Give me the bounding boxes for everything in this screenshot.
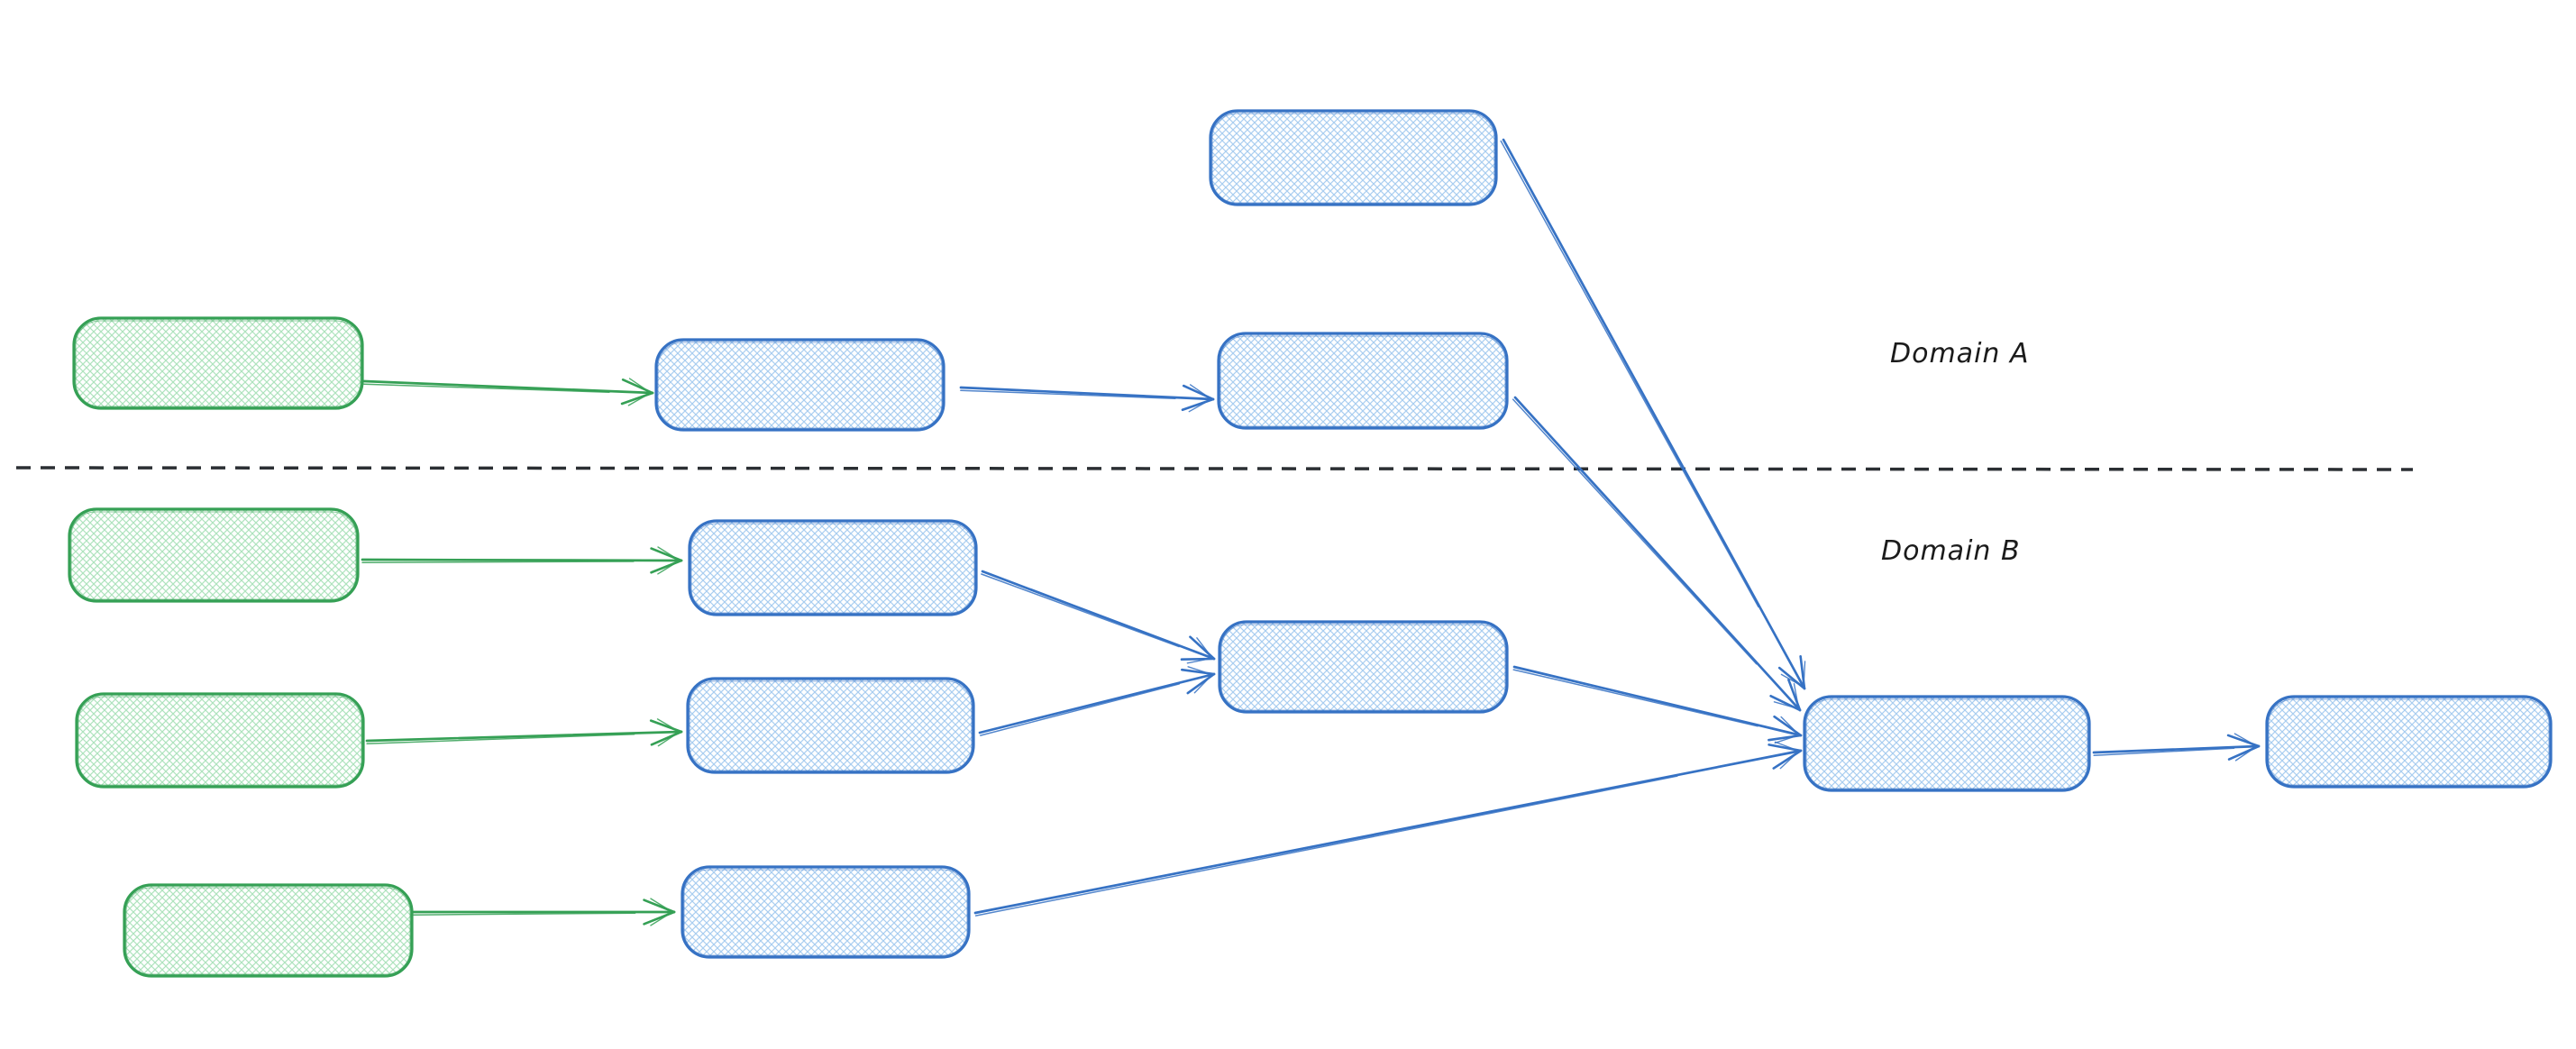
edge-blue-b1-to-mid: [981, 570, 1216, 664]
node-b-green-3: [123, 883, 414, 978]
node-b-blue-3: [681, 865, 971, 959]
edge-blue-b3-to-merge: [973, 741, 1803, 917]
node-merge-blue: [1803, 695, 2091, 792]
edge-green-b3-to-blue-b3: [412, 898, 676, 926]
edge-blue-a1-to-blue-a2: [959, 384, 1215, 413]
edge-green-b1-to-blue-b1: [361, 546, 683, 575]
domain-a-label: Domain A: [1890, 338, 2029, 369]
edge-mid-to-merge: [1512, 665, 1803, 744]
node-b-blue-1: [688, 519, 978, 616]
node-b-green-1: [68, 507, 360, 603]
node-b-blue-2: [686, 677, 975, 774]
node-a-blue-1: [654, 338, 945, 432]
edge-blue-b2-to-mid: [978, 666, 1216, 736]
edge-merge-to-final: [2092, 733, 2261, 762]
node-b-green-2: [75, 692, 365, 789]
node-b-mid-blue: [1218, 620, 1509, 714]
edge-top-blue-to-merge: [1500, 138, 1806, 690]
node-a-blue-2: [1217, 332, 1509, 430]
edge-green-b2-to-blue-b2: [365, 718, 683, 747]
edge-blue-a2-to-merge: [1512, 396, 1802, 712]
node-final-blue: [2265, 695, 2553, 789]
node-a-top-blue: [1209, 109, 1498, 206]
domain-divider-dashed-line: [15, 466, 2414, 471]
domain-b-label: Domain B: [1881, 535, 2021, 567]
edge-green-a-to-blue-a1: [362, 378, 654, 406]
node-a-green: [72, 316, 364, 410]
